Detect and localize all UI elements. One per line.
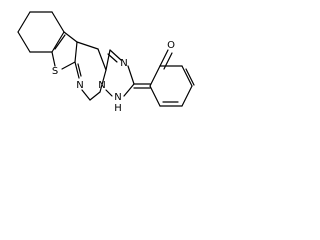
thiophene-ring [51,31,78,70]
molecule-canvas: S N N N N H O [0,0,235,138]
pyrimidine-ring [74,41,107,101]
oxygen-label: O [167,40,175,51]
cyclohexane-ring [17,11,65,53]
nh-nitrogen-label: N [114,92,121,103]
nitrogen-left-label: N [76,80,83,91]
exocyclic-double-bond [133,83,151,89]
carbonyl-bond [159,49,173,70]
nitrogen-upper-label: N [120,58,127,69]
cyclohexadienone-ring [149,65,195,107]
triazole-ring [105,49,135,97]
molecule-structure: S N N N N H O [17,11,195,114]
sulfur-label: S [52,66,58,77]
nitrogen-right-label: N [98,80,105,91]
nh-hydrogen-label: H [114,103,122,114]
